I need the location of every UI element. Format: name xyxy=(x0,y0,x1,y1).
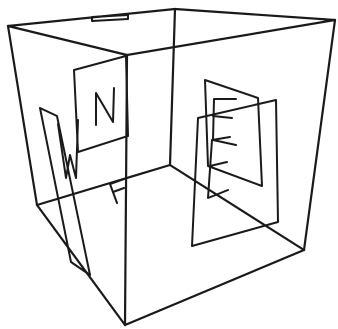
cube-edge-back-vertical xyxy=(170,9,175,165)
cube-edge-right-vertical xyxy=(304,20,335,250)
cube-edge-left-vertical xyxy=(8,26,37,205)
cube-edge-bottom-left xyxy=(37,205,125,325)
cube-edge-bottom-right xyxy=(125,250,304,325)
letter-n-glyph xyxy=(96,88,114,125)
panel-north-frame xyxy=(74,56,128,152)
cube-edge-top-front-right xyxy=(127,20,335,55)
cube-frame xyxy=(8,9,335,325)
cube-edge-back-bottom-left xyxy=(37,165,170,205)
cube-edge-top-front-left xyxy=(8,26,127,55)
panel-east xyxy=(205,80,262,186)
panel-north xyxy=(74,56,128,152)
letter-w-glyph xyxy=(58,120,78,178)
cube-edge-top-back xyxy=(8,9,335,26)
